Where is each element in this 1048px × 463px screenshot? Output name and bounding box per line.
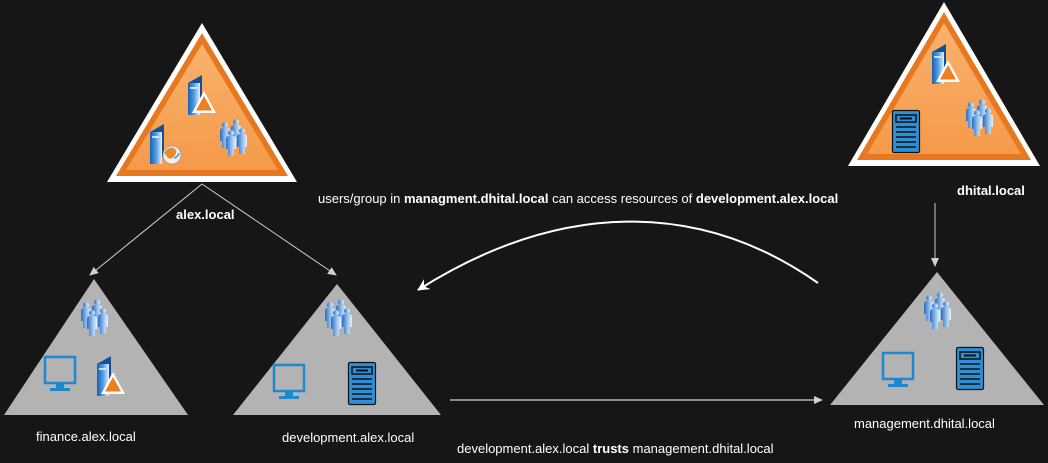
trust-keyword: trusts <box>592 441 629 456</box>
access-domain-b: development.alex.local <box>695 191 839 206</box>
dhital-local-forest-root <box>848 2 1040 166</box>
access-domain-a: managment.dhital.local <box>404 191 549 206</box>
access-arrow <box>417 220 819 291</box>
finance-alex-local-label: finance.alex.local <box>36 429 136 444</box>
alex-local-forest-root <box>107 23 297 182</box>
management-domain <box>830 272 1044 405</box>
tower-server-icon <box>955 346 985 391</box>
alex-local-label: alex.local <box>176 207 235 222</box>
tower-server-icon <box>347 361 377 406</box>
dhital-local-label: dhital.local <box>957 183 1025 198</box>
tower-server-icon <box>891 109 921 154</box>
access-prefix: users/group in <box>318 191 404 206</box>
link-alex-to-development <box>201 183 337 276</box>
link-alex-to-finance <box>89 183 203 276</box>
access-middle: can access resources of <box>548 191 696 206</box>
access-annotation: users/group in managment.dhital.local ca… <box>318 191 838 206</box>
development-domain <box>233 284 441 415</box>
trust-domain-b: management.dhital.local <box>632 441 774 456</box>
trust-annotation: development.alex.local trusts management… <box>457 441 774 456</box>
development-alex-local-label: development.alex.local <box>282 430 415 445</box>
trust-domain-a: development.alex.local <box>457 441 590 456</box>
management-dhital-local-label: management.dhital.local <box>854 416 995 431</box>
finance-domain <box>4 279 188 415</box>
